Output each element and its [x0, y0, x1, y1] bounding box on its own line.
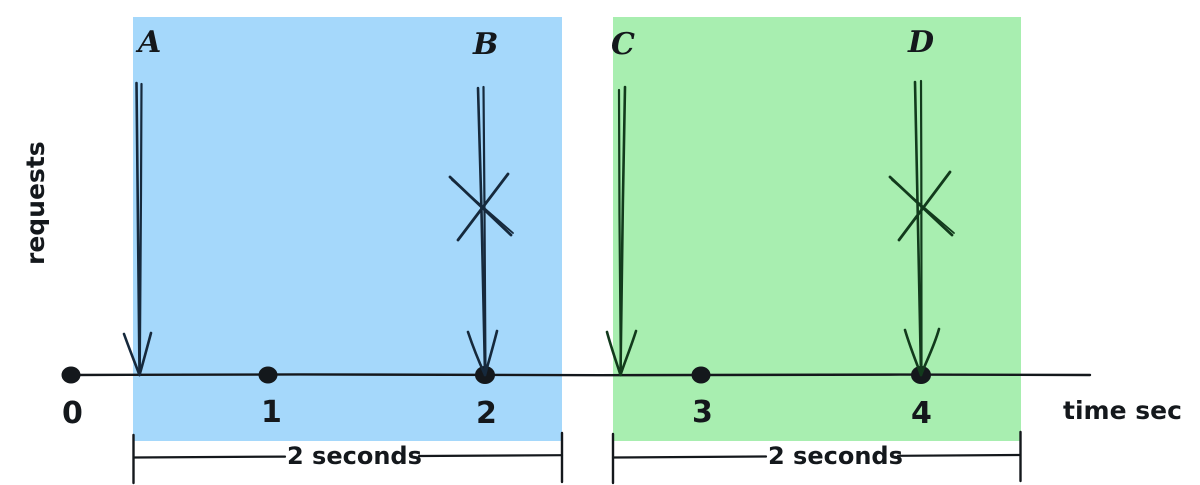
- rejected-x-mark-b: [448, 172, 514, 242]
- request-arrow-c: [605, 85, 638, 377]
- tick-dot-0: [61, 366, 81, 384]
- tick-label-2: 2: [476, 396, 497, 431]
- x-axis-label: time sec: [1063, 396, 1182, 425]
- time-axis-line: [69, 373, 1092, 377]
- request-label-d: D: [907, 25, 934, 60]
- y-axis-label: requests: [21, 141, 50, 265]
- tick-label-4: 4: [911, 396, 932, 431]
- tick-dot-3: [691, 366, 711, 384]
- request-label-c: C: [611, 27, 635, 62]
- window-region-1: [133, 17, 562, 441]
- window-bracket-label-2: 2 seconds: [768, 442, 903, 470]
- window-bracket-2: [611, 430, 1022, 485]
- request-arrow-a: [122, 81, 153, 377]
- tick-label-0: 0: [62, 396, 83, 431]
- rejected-x-mark-d: [888, 170, 955, 242]
- request-label-b: B: [472, 27, 498, 62]
- request-label-a: A: [135, 25, 161, 60]
- tick-label-3: 3: [692, 395, 713, 430]
- window-region-2: [613, 17, 1021, 441]
- window-bracket-1: [132, 431, 564, 485]
- tick-dot-1: [258, 366, 278, 384]
- window-bracket-label-1: 2 seconds: [287, 442, 422, 470]
- tick-label-1: 1: [261, 395, 282, 430]
- request-arrow-b: [466, 85, 499, 377]
- request-arrow-d: [903, 79, 941, 377]
